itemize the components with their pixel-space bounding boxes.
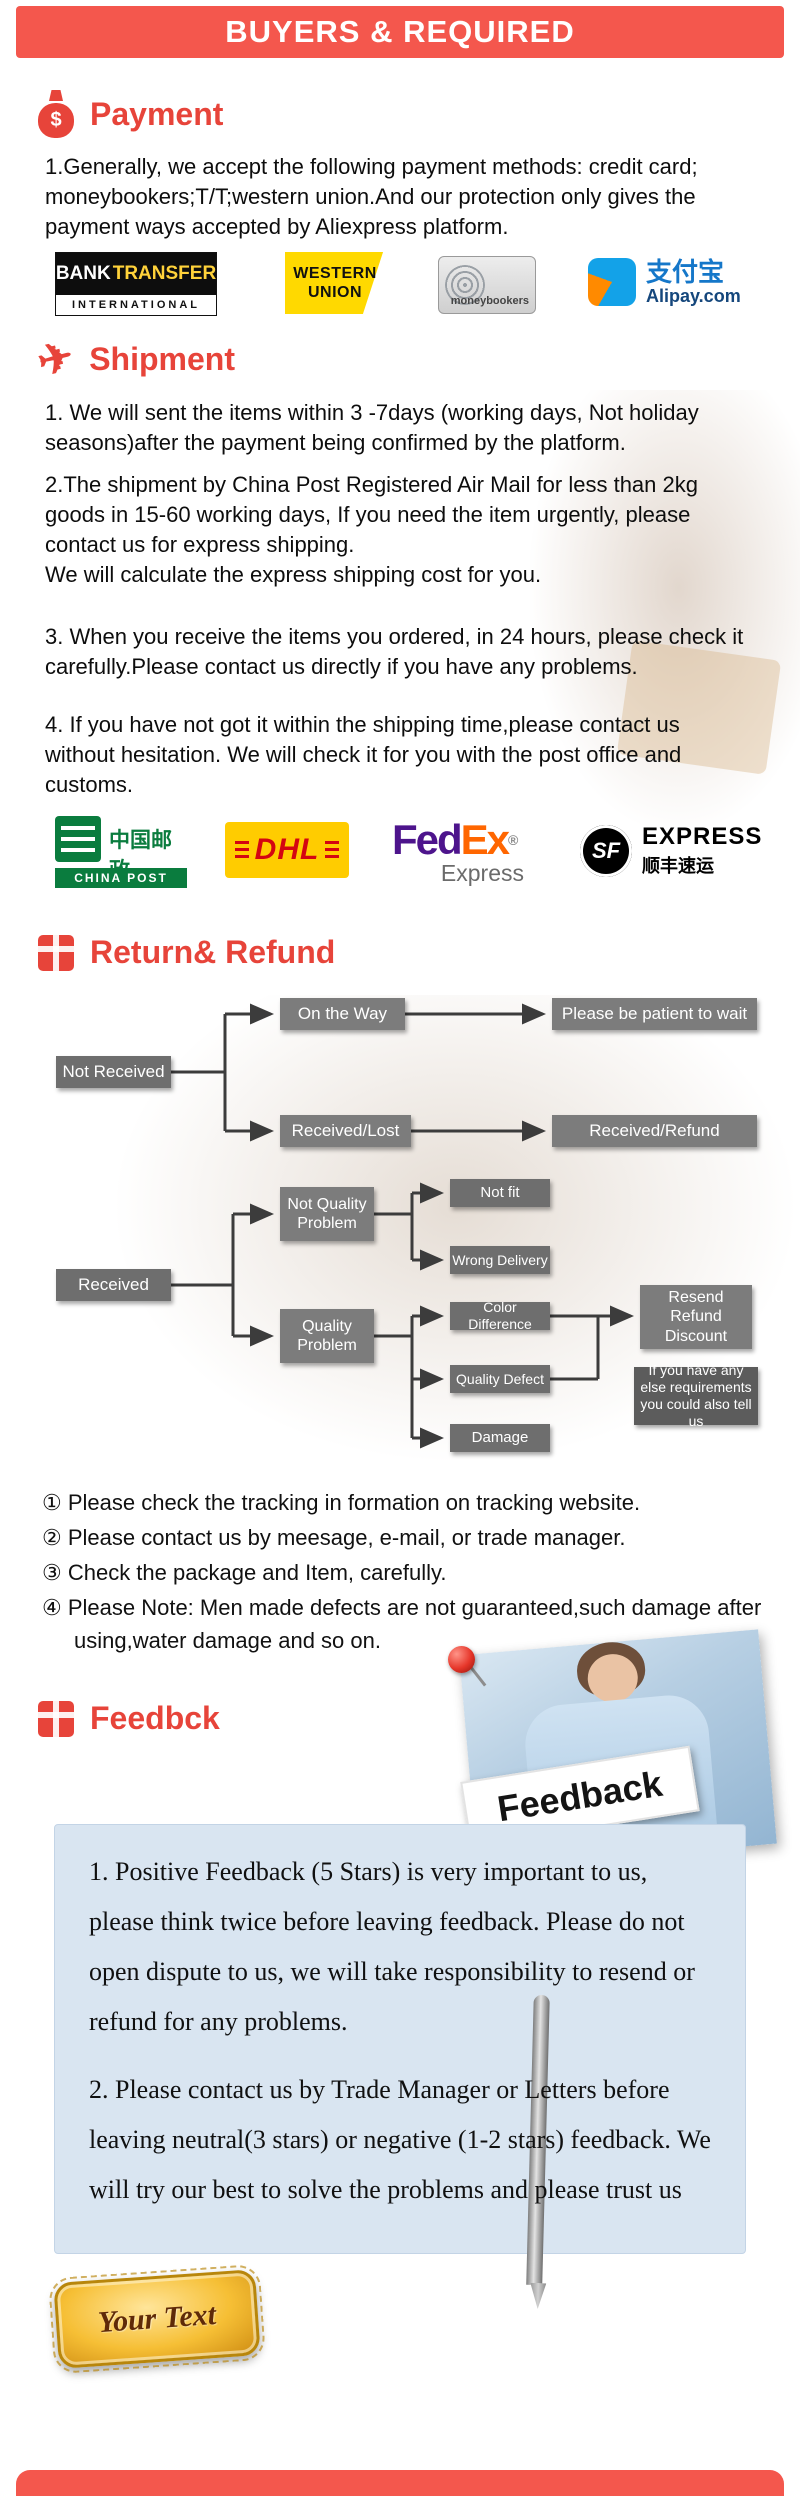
shipment-paragraph-3: 3. When you receive the items you ordere… — [45, 624, 744, 679]
moneybag-icon: $ — [38, 90, 74, 138]
fedex-ex-label: Ex — [460, 816, 510, 863]
dhl-stripes-icon — [325, 841, 340, 859]
sf-cn-label: 顺丰速运 — [642, 856, 714, 876]
dhl-label: DHL — [254, 833, 320, 866]
alipay-mark-icon — [588, 258, 636, 306]
sf-circle-icon: SF — [580, 825, 632, 877]
flow-box-else-note: If you have any else requirements you co… — [634, 1362, 758, 1429]
flow-box-quality: Quality Problem — [280, 1309, 374, 1363]
note-item-4: ④ Please Note: Men made defects are not … — [42, 1595, 762, 1653]
flow-box-resend-refund-discount: Resend Refund Discount — [640, 1285, 752, 1349]
china-post-en-label: CHINA POST — [55, 868, 187, 888]
returns-title: Return& Refund — [90, 934, 336, 970]
moneybookers-rings-icon — [445, 265, 485, 305]
flow-box-received-refund: Received/Refund — [552, 1115, 757, 1147]
western-union-logo: WESTERN UNION — [285, 252, 385, 314]
alipay-en-label: Alipay.com — [646, 285, 741, 306]
flow-box-be-patient: Please be patient to wait — [552, 998, 757, 1030]
alipay-logo: 支付宝 Alipay.com — [588, 250, 773, 314]
alipay-cn-label: 支付宝 — [646, 256, 725, 287]
china-post-emblem-icon — [55, 816, 101, 862]
shipment-paragraph-2: 2.The shipment by China Post Registered … — [45, 472, 698, 587]
flow-box-damage: Damage — [450, 1424, 550, 1452]
dhl-logo: DHL — [225, 822, 349, 878]
footer-bar — [16, 2470, 784, 2496]
dhl-stripes-icon — [234, 841, 249, 859]
bank-transfer-word1: BANK — [55, 263, 111, 284]
shipment-section-header: ✈ Shipment — [33, 331, 235, 385]
page-banner-title: BUYERS & REQUIRED — [225, 14, 575, 49]
moneybookers-logo: moneybookers — [438, 256, 536, 314]
western-union-slash — [362, 252, 385, 314]
note-item-2: ② Please contact us by meesage, e-mail, … — [42, 1525, 626, 1550]
pen-tip-graphic — [530, 2283, 547, 2309]
china-post-logo: 中国邮政 CHINA POST — [55, 812, 187, 890]
sf-express-logo: SF EXPRESS 顺丰速运 — [580, 820, 770, 882]
western-union-line2: UNION — [307, 284, 363, 301]
flow-connectors — [171, 1003, 634, 1449]
feedback-panel: 1. Positive Feedback (5 Stars) is very i… — [54, 1824, 746, 2254]
payment-paragraph: 1.Generally, we accept the following pay… — [45, 154, 698, 239]
shipment-title: Shipment — [89, 340, 235, 377]
flow-box-color-difference: Color Difference — [450, 1299, 550, 1332]
flow-box-not-fit: Not fit — [450, 1179, 550, 1207]
sf-express-label: EXPRESS — [642, 823, 763, 850]
flow-box-quality-defect: Quality Defect — [450, 1365, 550, 1393]
note-item-3: ③ Check the package and Item, carefully. — [42, 1560, 447, 1585]
feedback-title: Feedbck — [90, 1700, 220, 1736]
fedex-reg-mark: ® — [508, 832, 519, 848]
payment-section-header: $ Payment — [38, 90, 223, 138]
shipment-paragraph-4: 4. If you have not got it within the shi… — [45, 712, 682, 797]
flow-box-received-lost: Received/Lost — [280, 1115, 411, 1147]
your-text-label: Your Text — [96, 2297, 218, 2340]
moneybookers-label: moneybookers — [450, 295, 529, 307]
western-union-line1: WESTERN — [293, 265, 377, 282]
shipment-paragraph-1: 1. We will sent the items within 3 -7day… — [45, 400, 699, 455]
package-icon — [38, 1700, 74, 1737]
fedex-fed-label: Fed — [392, 816, 463, 863]
fedex-express-label: Express — [440, 860, 524, 886]
plane-icon: ✈ — [32, 331, 79, 386]
flow-box-wrong-delivery: Wrong Delivery — [450, 1246, 550, 1274]
fedex-logo: FedEx® Express — [392, 818, 552, 890]
bank-transfer-word3: INTERNATIONAL — [71, 298, 200, 311]
feedback-paragraph-2: 2. Please contact us by Trade Manager or… — [89, 2075, 711, 2204]
flow-box-on-the-way: On the Way — [280, 998, 405, 1030]
package-icon — [38, 934, 74, 971]
pushpin-icon — [448, 1646, 498, 1696]
flow-box-received: Received — [56, 1269, 171, 1301]
return-refund-flowchart: On the Way Please be patient to wait Not… — [0, 989, 800, 1469]
returns-notes: ① Please check the tracking in formation… — [42, 1486, 764, 1659]
returns-section-header: Return& Refund — [38, 934, 335, 971]
page-banner: BUYERS & REQUIRED — [16, 6, 784, 58]
your-text-badge: Your Text — [48, 2263, 266, 2375]
payment-title: Payment — [90, 95, 224, 132]
feedback-paragraph-1: 1. Positive Feedback (5 Stars) is very i… — [89, 1857, 695, 2036]
feedback-section-header: Feedbck — [38, 1700, 220, 1737]
flow-box-not-quality: Not Quality Problem — [280, 1187, 374, 1241]
flow-box-not-received: Not Received — [56, 1056, 171, 1088]
note-item-1: ① Please check the tracking in formation… — [42, 1490, 641, 1515]
bank-transfer-word2: TRANSFER — [112, 263, 217, 284]
bank-transfer-logo: BANK TRANSFER INTERNATIONAL — [55, 252, 217, 316]
